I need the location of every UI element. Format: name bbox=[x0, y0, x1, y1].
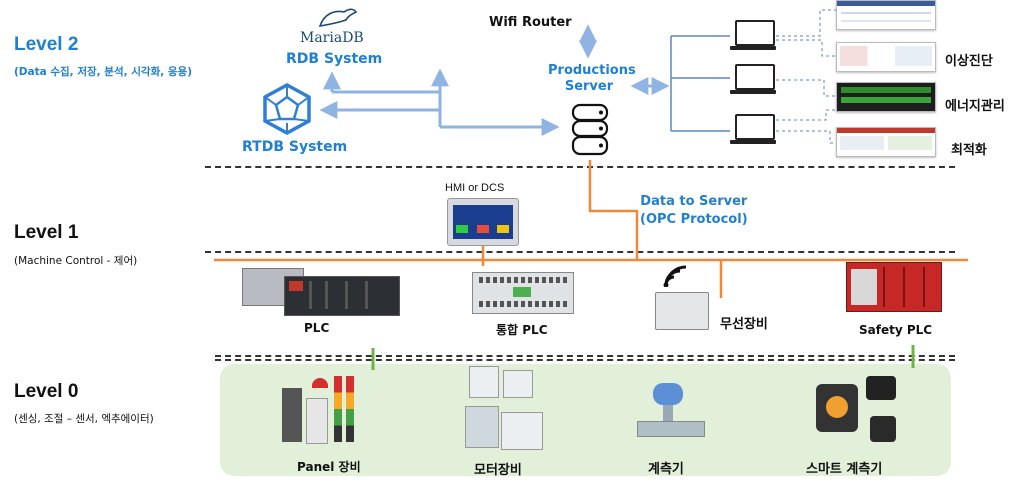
dashboard-screenshot-1 bbox=[836, 0, 936, 30]
motor-equipment-label: 모터장비 bbox=[474, 463, 522, 478]
safety-plc-label: Safety PLC bbox=[859, 323, 933, 337]
data-to-server-label: Data to Server (OPC Protocol) bbox=[640, 193, 748, 229]
server-label-line1: Productions bbox=[548, 63, 636, 78]
measuring-instrument-icon bbox=[635, 381, 707, 443]
db-server-arrows bbox=[319, 24, 670, 136]
safety-plc-icon bbox=[846, 262, 942, 312]
level1-title: Level 1 bbox=[14, 222, 79, 243]
level0-title: Level 0 bbox=[14, 381, 79, 402]
field-links bbox=[371, 345, 915, 370]
laptop-tree bbox=[670, 35, 730, 132]
rtdb-polyhedron-icon bbox=[261, 83, 313, 135]
integrated-plc-icon bbox=[472, 272, 574, 314]
app-links bbox=[770, 9, 836, 144]
hmi-panel-icon bbox=[447, 198, 519, 246]
wifi-router-label: Wifi Router bbox=[489, 15, 572, 30]
server-label: Productions Server bbox=[548, 63, 636, 95]
plc-label: PLC bbox=[304, 321, 330, 335]
measuring-instrument-label: 계측기 bbox=[648, 462, 684, 477]
panel-equipment-label: Panel 장비 bbox=[297, 460, 361, 474]
data-to-server-line1: Data to Server bbox=[640, 194, 748, 209]
level0-separator-bottom bbox=[215, 359, 955, 361]
panel-equipment-icon bbox=[282, 376, 367, 448]
mariadb-seal-icon bbox=[318, 6, 358, 28]
client-laptop-1-icon bbox=[730, 18, 778, 54]
plc-rack-icon bbox=[242, 268, 400, 316]
rdb-system-label: RDB System bbox=[286, 51, 383, 67]
app-label-optimize: 최적화 bbox=[951, 143, 987, 158]
wireless-device-label: 무선장비 bbox=[720, 317, 768, 332]
server-stack-icon bbox=[570, 103, 610, 158]
level1-subtitle: (Machine Control - 제어) bbox=[14, 255, 138, 267]
energy-management-screenshot bbox=[836, 82, 936, 112]
optimization-screenshot bbox=[836, 127, 936, 157]
integrated-plc-label: 통합 PLC bbox=[496, 323, 548, 337]
motor-equipment-icon bbox=[465, 366, 543, 452]
level2-title: Level 2 bbox=[14, 34, 79, 55]
hmi-label: HMI or DCS bbox=[445, 182, 505, 194]
level0-separator-top bbox=[215, 355, 955, 357]
smart-instrument-icon bbox=[810, 372, 900, 448]
wireless-device-icon bbox=[655, 292, 709, 330]
level0-subtitle: (센싱, 조절 – 센서, 엑추에이터) bbox=[14, 413, 154, 425]
mariadb-logo-text: MariaDB bbox=[300, 30, 364, 46]
anomaly-diagnosis-screenshot bbox=[836, 42, 936, 72]
app-label-energy: 에너지관리 bbox=[945, 99, 1005, 114]
data-to-server-line2: (OPC Protocol) bbox=[640, 212, 748, 227]
level2-subtitle: (Data 수집, 저장, 분석, 시각화, 응용) bbox=[14, 66, 192, 78]
app-label-anomaly: 이상진단 bbox=[945, 54, 993, 69]
server-label-line2: Server bbox=[564, 79, 614, 94]
client-laptop-2-icon bbox=[730, 62, 778, 98]
level2-separator bbox=[205, 166, 955, 168]
level1-separator bbox=[205, 251, 955, 253]
opc-network bbox=[214, 160, 968, 298]
smart-instrument-label: 스마트 계측기 bbox=[806, 462, 883, 477]
rtdb-system-label: RTDB System bbox=[242, 139, 348, 155]
client-laptop-3-icon bbox=[730, 112, 778, 148]
wireless-signal-icon bbox=[660, 265, 690, 288]
